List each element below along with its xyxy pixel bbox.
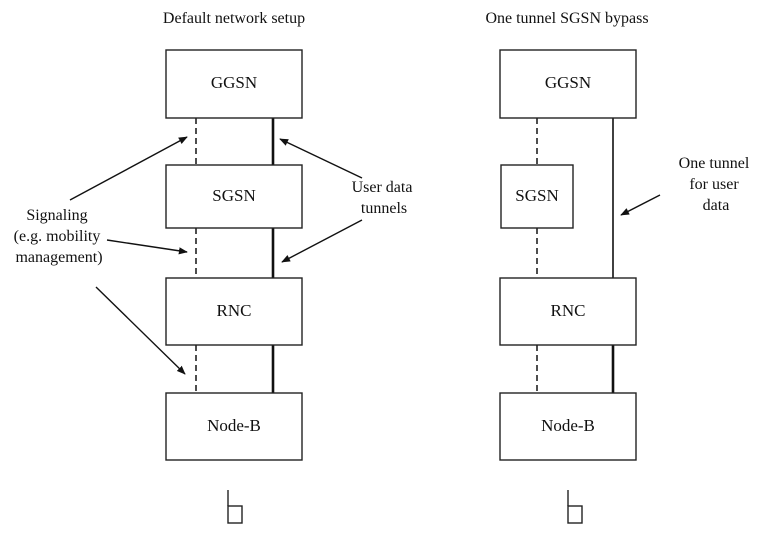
right-mobile-phone-icon (567, 490, 583, 524)
signaling-line-1: Signaling (26, 207, 87, 224)
left-diagram-title: Default network setup (163, 10, 305, 27)
signaling-annotation: Signaling (e.g. mobility management) (14, 207, 105, 266)
left-nodeb-node: Node-B (165, 392, 303, 461)
user-data-tunnels-line-2: tunnels (361, 200, 407, 217)
left-sgsn-label: SGSN (212, 186, 255, 205)
right-rnc-label: RNC (551, 301, 586, 320)
left-mobile-phone-icon (227, 490, 243, 524)
one-tunnel-annotation: One tunnel for user data (679, 155, 754, 214)
right-ggsn-node: GGSN (499, 49, 637, 119)
left-sgsn-node: SGSN (165, 164, 303, 229)
signaling-line-3: management) (15, 249, 102, 266)
left-ggsn-label: GGSN (211, 73, 257, 92)
right-ggsn-label: GGSN (545, 73, 591, 92)
signaling-arrow-middle (106, 239, 188, 255)
one-tunnel-arrow (620, 194, 661, 216)
tunnels-arrow-upper (279, 138, 363, 179)
right-sgsn-label: SGSN (515, 186, 558, 205)
left-nodeb-label: Node-B (207, 416, 261, 435)
right-nodeb-label: Node-B (541, 416, 595, 435)
signaling-line-2: (e.g. mobility (14, 228, 101, 245)
right-rnc-node: RNC (499, 277, 637, 346)
one-tunnel-line-3: data (703, 197, 730, 214)
tunnels-arrow-lower (281, 219, 363, 263)
right-sgsn-node: SGSN (500, 164, 574, 229)
signaling-arrow-upper (69, 136, 188, 201)
right-nodeb-node: Node-B (499, 392, 637, 461)
left-rnc-label: RNC (217, 301, 252, 320)
left-ggsn-node: GGSN (165, 49, 303, 119)
one-tunnel-line-1: One tunnel (679, 155, 750, 172)
right-diagram-title: One tunnel SGSN bypass (485, 10, 648, 27)
one-tunnel-line-2: for user (689, 176, 739, 193)
signaling-arrow-lower (95, 286, 186, 375)
left-rnc-node: RNC (165, 277, 303, 346)
user-data-tunnels-annotation: User data tunnels (352, 179, 417, 217)
user-data-tunnels-line-1: User data (352, 179, 413, 196)
